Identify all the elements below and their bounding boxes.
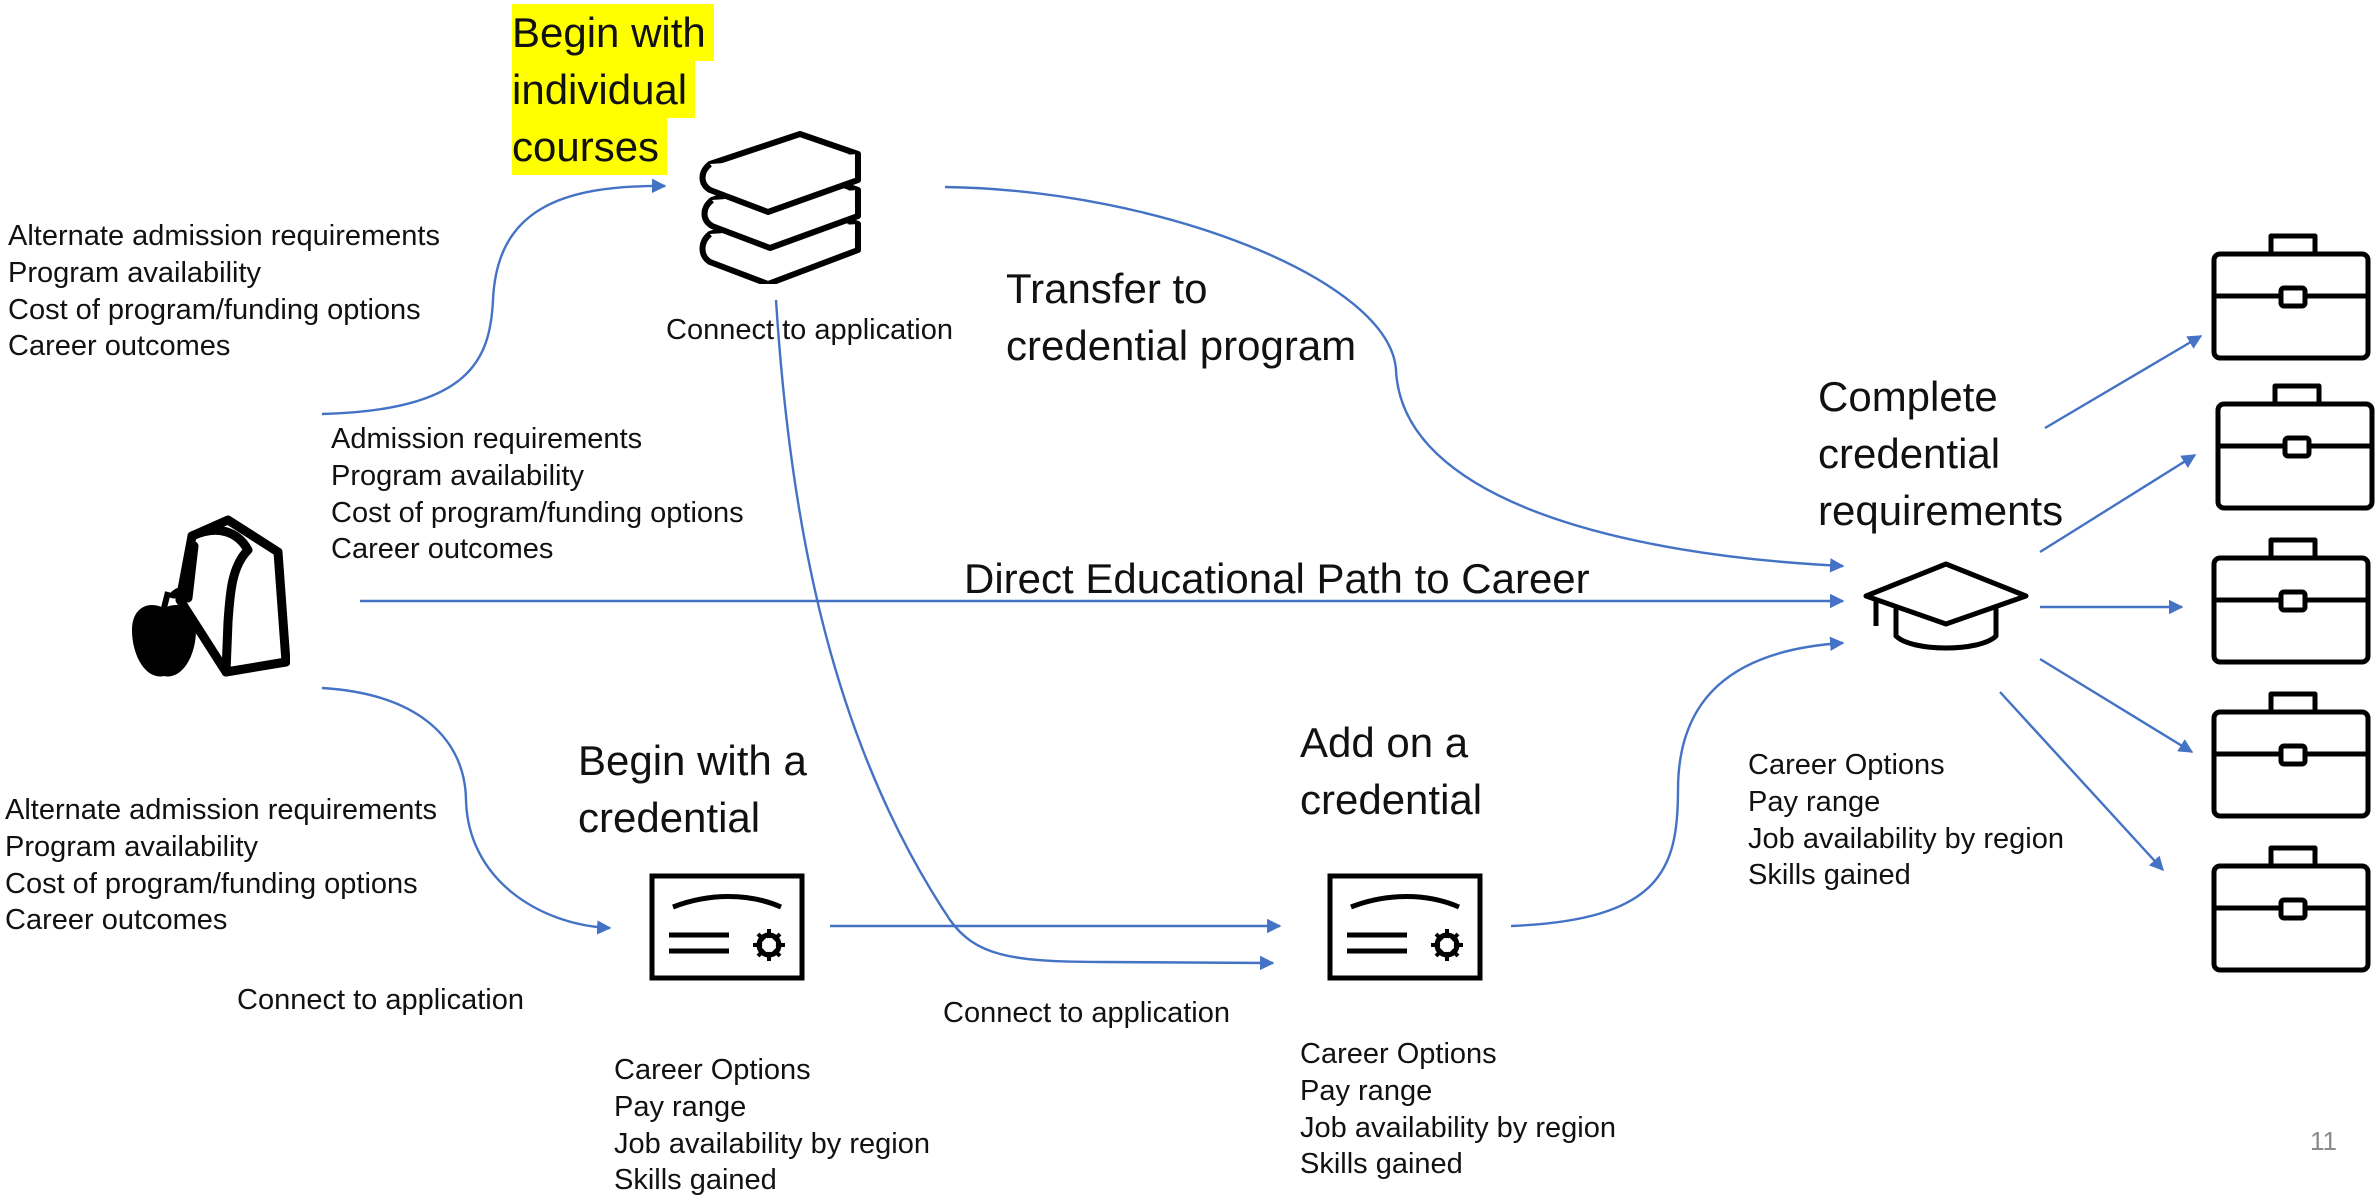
briefcase-icon	[2211, 537, 2371, 665]
list-item: Career Options	[1748, 749, 1945, 781]
list-item: Cost of program/funding options	[5, 867, 418, 900]
arrow-courses-to-graduation	[944, 185, 1845, 573]
list-item: Alternate admission requirements	[8, 220, 440, 252]
page-number: 11	[2310, 1126, 2337, 1156]
complete-line-1: Complete	[1818, 373, 1998, 420]
list-item: Pay range	[614, 1090, 747, 1123]
arrow-courses-to-add-credential	[774, 299, 1275, 971]
list-item: Skills gained	[1748, 859, 1911, 892]
arrow-to-career-1	[2044, 334, 2203, 430]
begin-credential-line-1: Begin with a	[578, 737, 807, 784]
add-credential-line-1: Add on a	[1300, 719, 1469, 766]
begin-courses-line-1: Begin with	[512, 4, 714, 62]
career-options-add-list: Career Options Pay range Job availabilit…	[1300, 1036, 1616, 1183]
arrow-add-to-graduation	[1510, 636, 1845, 928]
briefcase-icon	[2215, 383, 2375, 511]
list-item: Career Options	[614, 1054, 811, 1086]
begin-courses-line-2: individual	[512, 61, 696, 119]
list-item: Skills gained	[1300, 1148, 1463, 1181]
certificate-icon	[649, 873, 805, 981]
books-stack-icon	[699, 131, 861, 284]
list-item: Cost of program/funding options	[331, 496, 744, 529]
list-item: Admission requirements	[331, 423, 643, 455]
list-item: Program availability	[8, 256, 262, 289]
connect-add-credential-label: Connect to application	[943, 997, 1230, 1029]
list-item: Career outcomes	[331, 533, 554, 566]
complete-requirements-label: Complete credential requirements	[1818, 368, 2063, 539]
list-item: Job availability by region	[614, 1127, 930, 1160]
list-item: Job availability by region	[1748, 822, 2064, 855]
arrow-to-career-2	[2039, 453, 2197, 554]
briefcase-icon	[2211, 845, 2371, 973]
arrow-to-career-5	[1999, 691, 2164, 872]
arrow-to-courses	[321, 178, 667, 416]
begin-courses-line-3: courses	[512, 118, 668, 176]
briefcase-icon	[2211, 233, 2371, 361]
bottom-left-requirements-list: Alternate admission requirements Program…	[5, 792, 437, 939]
list-item: Alternate admission requirements	[5, 794, 437, 826]
add-credential-line-2: credential	[1300, 776, 1483, 824]
career-options-begin-list: Career Options Pay range Job availabilit…	[614, 1052, 930, 1199]
begin-credential-label: Begin with a credential	[578, 732, 807, 846]
begin-courses-label: Begin with individual courses	[512, 4, 714, 176]
arrow-to-begin-credential	[321, 686, 612, 935]
list-item: Pay range	[1300, 1074, 1433, 1107]
list-item: Career outcomes	[8, 330, 231, 363]
middle-requirements-list: Admission requirements Program availabil…	[331, 421, 744, 568]
list-item: Pay range	[1748, 785, 1881, 818]
lunch-bag-apple-icon	[132, 515, 290, 677]
certificate-icon	[1327, 873, 1483, 981]
list-item: Job availability by region	[1300, 1111, 1616, 1144]
list-item: Program availability	[5, 830, 259, 863]
add-credential-label: Add on a credential	[1300, 714, 1482, 828]
graduation-cap-icon	[1863, 561, 2029, 651]
begin-credential-line-2: credential	[578, 794, 761, 842]
list-item: Career Options	[1300, 1038, 1497, 1070]
career-options-right-list: Career Options Pay range Job availabilit…	[1748, 747, 2064, 894]
briefcase-icon	[2211, 691, 2371, 819]
transfer-line-2: credential program	[1006, 322, 1357, 370]
complete-line-2: credential	[1818, 430, 2001, 478]
list-item: Skills gained	[614, 1164, 777, 1197]
connect-begin-credential-label: Connect to application	[237, 984, 524, 1016]
transfer-line-1: Transfer to	[1006, 265, 1208, 312]
top-left-requirements-list: Alternate admission requirements Program…	[8, 218, 440, 365]
connect-courses-label: Connect to application	[666, 314, 953, 346]
list-item: Career outcomes	[5, 904, 228, 937]
arrow-to-career-4	[2039, 657, 2194, 754]
list-item: Program availability	[331, 459, 585, 492]
direct-path-label: Direct Educational Path to Career	[964, 555, 1590, 602]
complete-line-3: requirements	[1818, 487, 2064, 535]
list-item: Cost of program/funding options	[8, 293, 421, 326]
transfer-label: Transfer to credential program	[1006, 260, 1356, 374]
